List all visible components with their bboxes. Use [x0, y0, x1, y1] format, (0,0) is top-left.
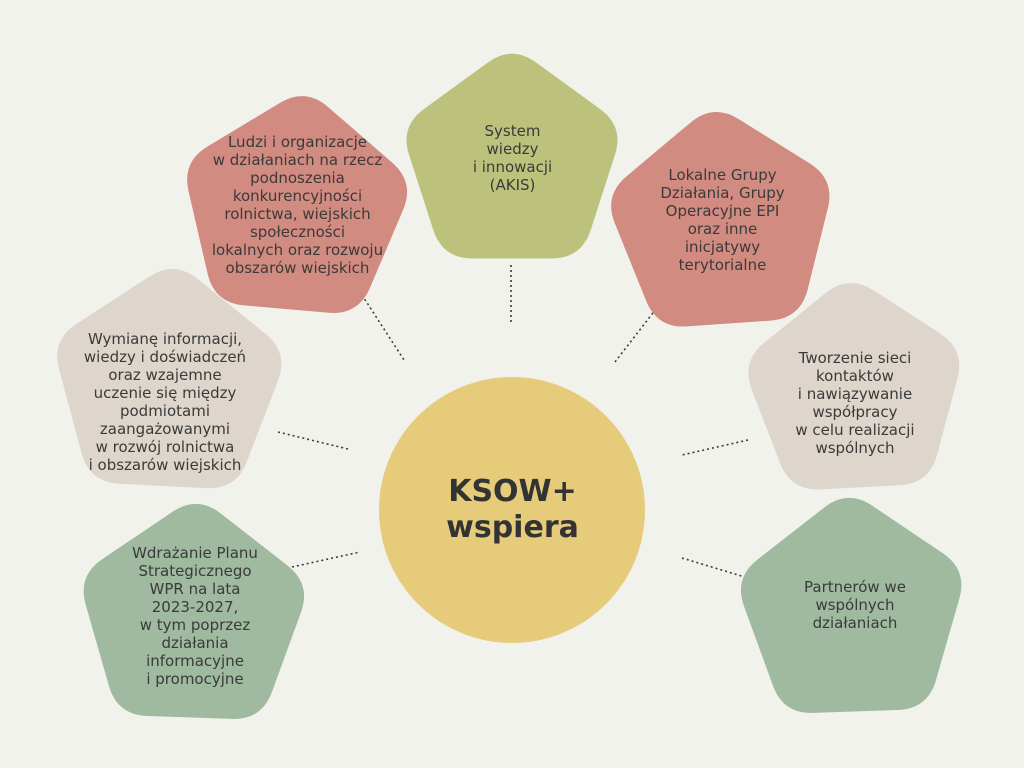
node-shape-akis — [406, 53, 618, 259]
connector-line-5 — [681, 439, 749, 456]
connector-line-3 — [614, 304, 660, 363]
node-shape-wpr — [83, 503, 305, 719]
connector-line-2 — [361, 294, 405, 361]
center-label: KSOW+ wspiera — [446, 474, 579, 545]
node-shape-ludzi — [187, 96, 408, 314]
node-shape-sieci — [748, 282, 960, 490]
node-label-wymiana: Wymianę informacji, wiedzy i doświadczeń… — [83, 330, 247, 474]
node-label-akis: System wiedzy i innowacji (AKIS) — [472, 121, 553, 194]
connector-line-7 — [681, 557, 749, 579]
node-label-wpr: Wdrażanie Planu Strategicznego WPR na la… — [132, 544, 258, 688]
node-shape-partnerow — [740, 497, 962, 713]
node-label-sieci: Tworzenie sieci kontaktów i nawiązywanie… — [795, 349, 915, 457]
center-circle — [379, 377, 645, 643]
node-label-ludzi: Ludzi i organizacje w działaniach na rze… — [211, 132, 384, 277]
connector-lines — [277, 265, 749, 579]
node-shapes — [57, 53, 962, 719]
connector-line-4 — [277, 431, 349, 450]
connector-line-6 — [291, 551, 361, 568]
node-label-lgd: Lokalne Grupy Działania, Grupy Operacyjn… — [660, 166, 785, 274]
node-shape-lgd — [611, 112, 830, 327]
node-shape-wymiana — [57, 268, 282, 489]
node-label-partnerow: Partnerów we wspólnych działaniach — [804, 578, 906, 632]
